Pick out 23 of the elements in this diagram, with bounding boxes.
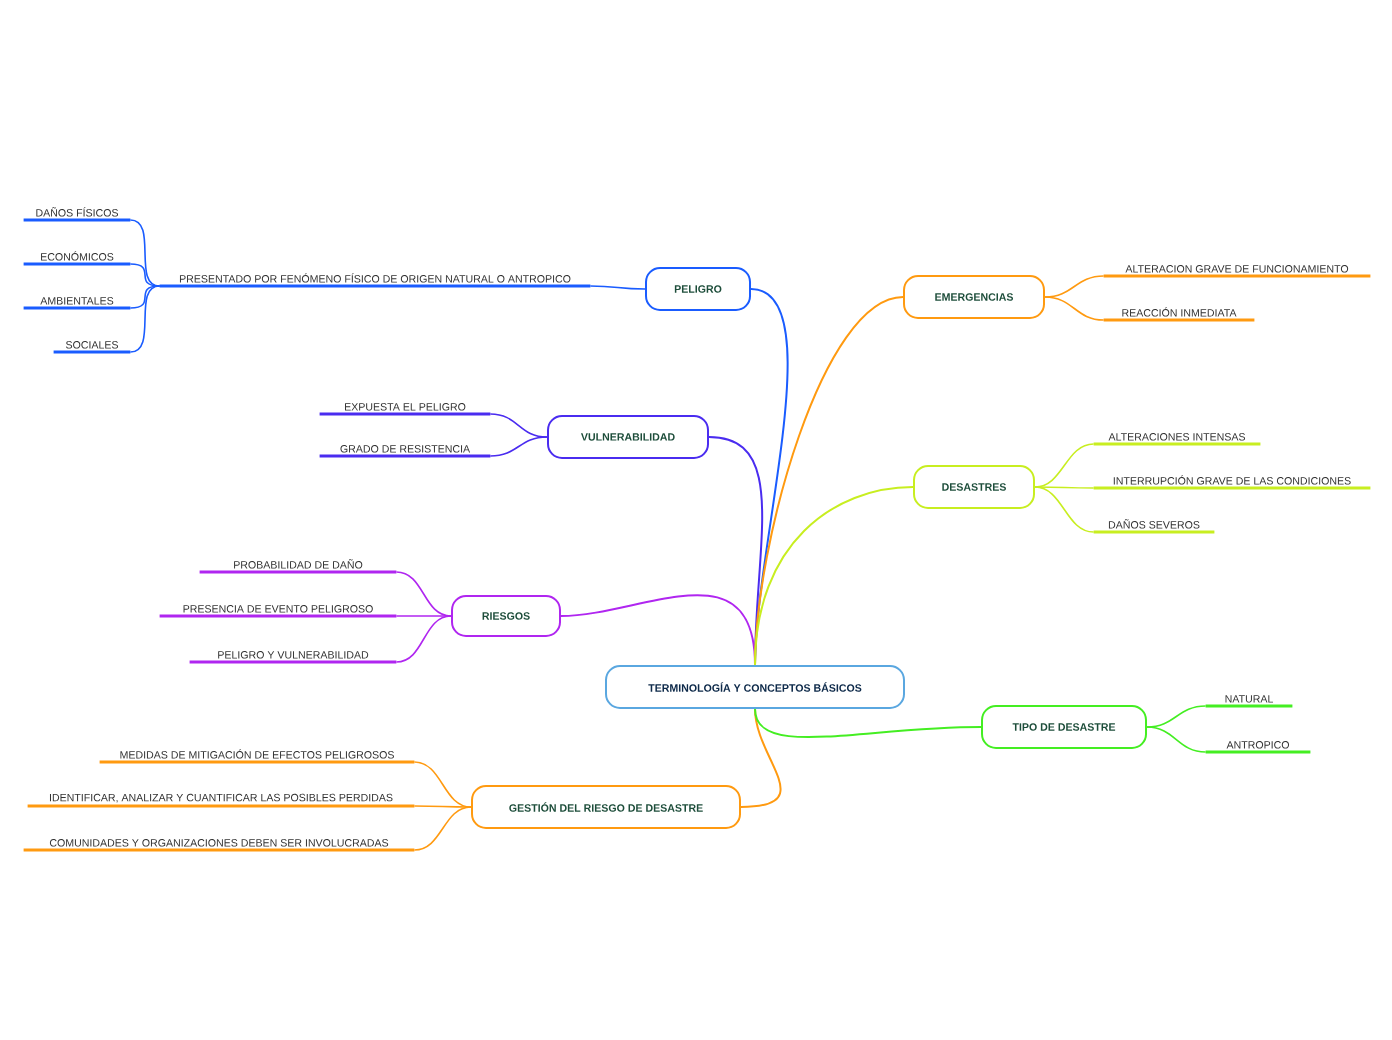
connector: [129, 285, 161, 309]
connector: [740, 708, 782, 808]
connector: [1034, 486, 1095, 489]
connector: [1146, 705, 1207, 728]
connector: [1146, 726, 1207, 753]
connector: [1034, 486, 1095, 533]
connector: [129, 263, 161, 287]
connector: [489, 413, 548, 438]
connector: [129, 219, 161, 287]
connector: [589, 285, 646, 290]
connector: [395, 615, 452, 663]
connector: [413, 805, 472, 808]
connector: [395, 615, 452, 617]
connector: [489, 436, 548, 457]
connector: [1044, 275, 1105, 298]
connector: [754, 486, 914, 666]
connector: [1034, 443, 1095, 488]
connector: [413, 761, 472, 808]
connector: [754, 708, 982, 739]
connector: [129, 285, 161, 353]
connector: [395, 571, 452, 617]
connector: [1044, 296, 1105, 321]
connector: [413, 806, 472, 851]
